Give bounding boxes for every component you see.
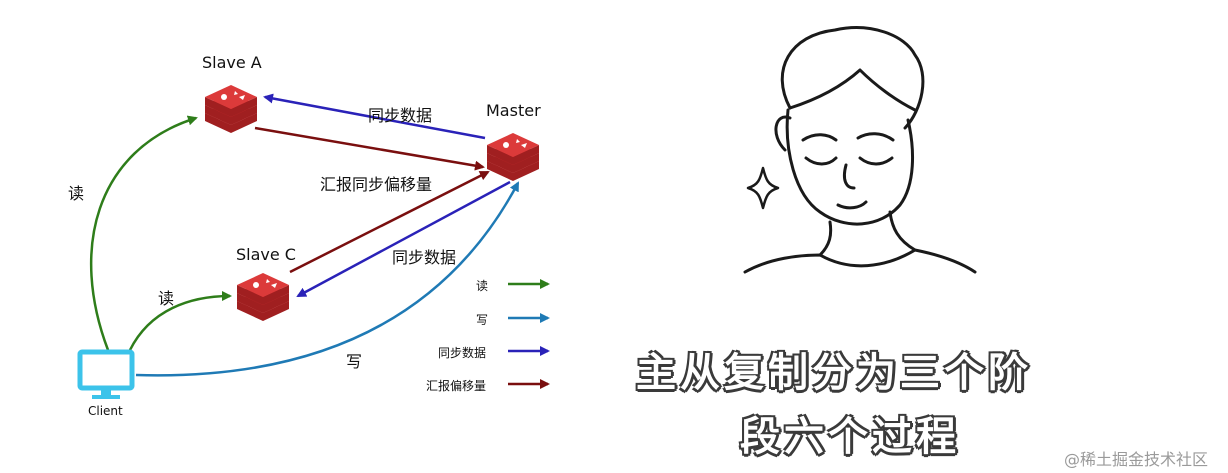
person-eyes-closed-icon: [743, 26, 977, 274]
caption-line-2: 段六个过程: [740, 414, 960, 460]
node-title-slave-c: Slave C: [236, 245, 296, 264]
edge-label-write: 写: [346, 352, 363, 371]
node-title-slave-a: Slave A: [202, 53, 262, 72]
edge-label-sync-c: 同步数据: [392, 248, 457, 267]
watermark: @稀土掘金技术社区: [1064, 450, 1209, 469]
edge-write-client-to-master: [135, 181, 520, 377]
legend-label-read: 读: [476, 279, 489, 293]
edge-label-read-c: 读: [158, 289, 175, 308]
redis-icon-slave-c: [237, 273, 289, 321]
edge-read-client-to-slave-a: [89, 115, 198, 351]
edge-report-slave-c-to-master: [289, 170, 490, 274]
legend-label-report: 汇报偏移量: [426, 379, 487, 393]
edge-read-client-to-slave-c: [128, 291, 232, 351]
legend-label-sync: 同步数据: [438, 346, 487, 360]
caption-line-1: 主从复制分为三个阶: [636, 350, 1032, 396]
edge-sync-master-to-slave-c: [296, 180, 511, 298]
edge-label-read-a: 读: [68, 184, 85, 203]
node-title-client: Client: [88, 404, 123, 418]
edge-report-slave-a-to-master: [254, 126, 485, 171]
edge-sync-master-to-slave-a: [263, 93, 486, 140]
client-monitor-icon: [77, 349, 135, 399]
legend-label-write: 写: [476, 313, 489, 327]
redis-icon-master: [487, 133, 539, 181]
edge-label-sync-a: 同步数据: [368, 106, 433, 125]
redis-icon-slave-a: [205, 85, 257, 133]
node-title-master: Master: [486, 101, 541, 120]
edge-label-report-offset: 汇报同步偏移量: [320, 175, 433, 194]
